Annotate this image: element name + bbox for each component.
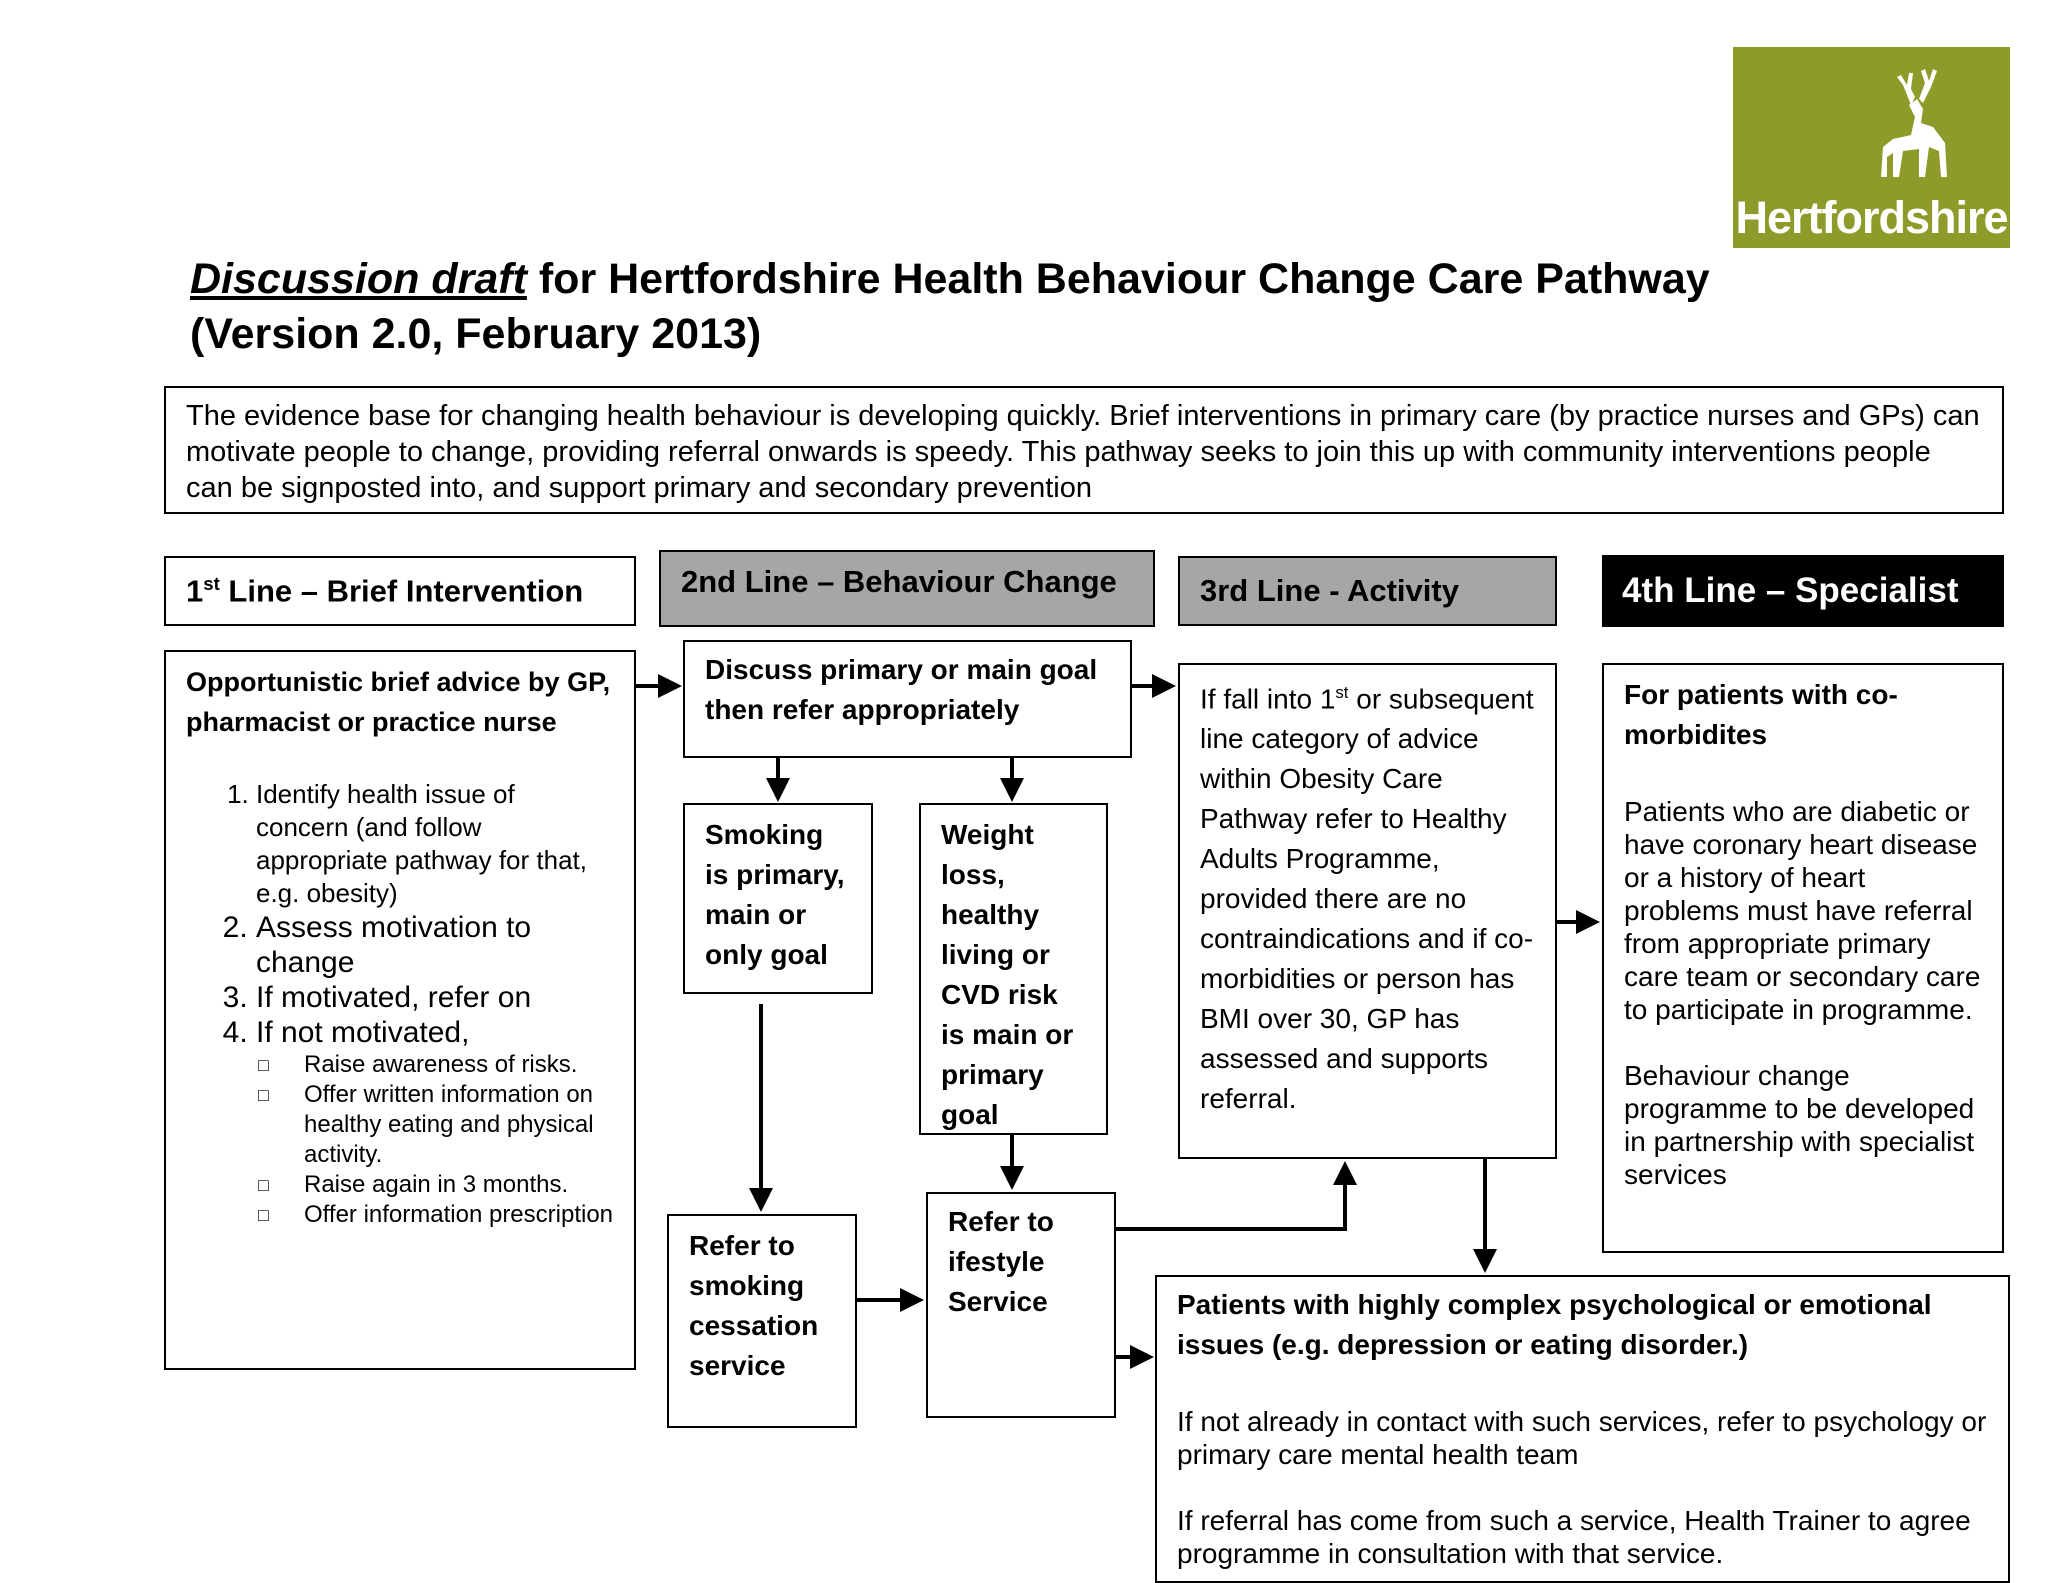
refer-smoking-box: Refer to smoking cessation service — [667, 1214, 857, 1428]
substep-item: Raise again in 3 months. — [258, 1170, 614, 1200]
logo-text: Hertfordshire — [1735, 192, 2008, 243]
activity-box: If fall into 1st or subsequent line cate… — [1178, 663, 1557, 1159]
step-item: Assess motivation to change — [256, 910, 614, 980]
intro-box: The evidence base for changing health be… — [164, 386, 2004, 514]
weight-goal-box: Weight loss, healthy living or CVD risk … — [919, 803, 1108, 1135]
substep-item: Offer information prescription — [258, 1200, 614, 1230]
substep-item: Offer written information on healthy eat… — [258, 1080, 614, 1170]
header-third-line: 3rd Line - Activity — [1178, 556, 1557, 626]
header-fourth-line: 4th Line – Specialist — [1602, 555, 2004, 627]
specialist-box: For patients with co-morbidites Patients… — [1602, 663, 2004, 1253]
specialist-paragraph: Behaviour change programme to be develop… — [1624, 1060, 1975, 1190]
smoking-goal-box: Smoking is primary, main or only goal — [683, 803, 873, 994]
step-item: If motivated, refer on — [256, 980, 614, 1015]
complex-issues-box: Patients with highly complex psychologic… — [1155, 1275, 2010, 1583]
header-first-line-text: 1st Line – Brief Intervention — [186, 572, 584, 609]
step-item: If not motivated, Raise awareness of ris… — [256, 1015, 614, 1230]
title-line-1: Discussion draft for Hertfordshire Healt… — [190, 252, 1890, 307]
discuss-goal-box: Discuss primary or main goal then refer … — [683, 640, 1132, 758]
step-item: Identify health issue of concern (and fo… — [256, 778, 614, 910]
header-first-line: 1st Line – Brief Intervention — [164, 556, 636, 626]
specialist-paragraph: Patients who are diabetic or have corona… — [1624, 796, 1981, 1025]
brief-advice-lead: Opportunistic brief advice by GP, pharma… — [186, 667, 611, 737]
header-second-line: 2nd Line – Behaviour Change — [659, 550, 1155, 627]
title-rest: for Hertfordshire Health Behaviour Chang… — [526, 255, 1710, 303]
page-title: Discussion draft for Hertfordshire Healt… — [190, 252, 1890, 362]
arrow-lifestyle-to-activity — [1116, 1161, 1357, 1231]
substep-list: Raise awareness of risks. Offer written … — [256, 1050, 614, 1230]
title-line-2: (Version 2.0, February 2013) — [190, 310, 762, 358]
complex-issues-paragraph: If not already in contact with such serv… — [1177, 1406, 1987, 1470]
hertfordshire-logo: Hertfordshire — [1733, 47, 2010, 248]
brief-intervention-box: Opportunistic brief advice by GP, pharma… — [164, 650, 636, 1370]
complex-issues-paragraph: If referral has come from such a service… — [1177, 1505, 1971, 1569]
refer-lifestyle-box: Refer to ifestyle Service — [926, 1192, 1116, 1418]
brief-intervention-steps: Identify health issue of concern (and fo… — [186, 778, 614, 1230]
substep-item: Raise awareness of risks. — [258, 1050, 614, 1080]
title-emphasis: Discussion draft — [190, 255, 527, 303]
complex-issues-lead: Patients with highly complex psychologic… — [1177, 1289, 1932, 1360]
specialist-lead: For patients with co-morbidites — [1624, 679, 1898, 750]
stag-icon — [1881, 69, 1947, 177]
